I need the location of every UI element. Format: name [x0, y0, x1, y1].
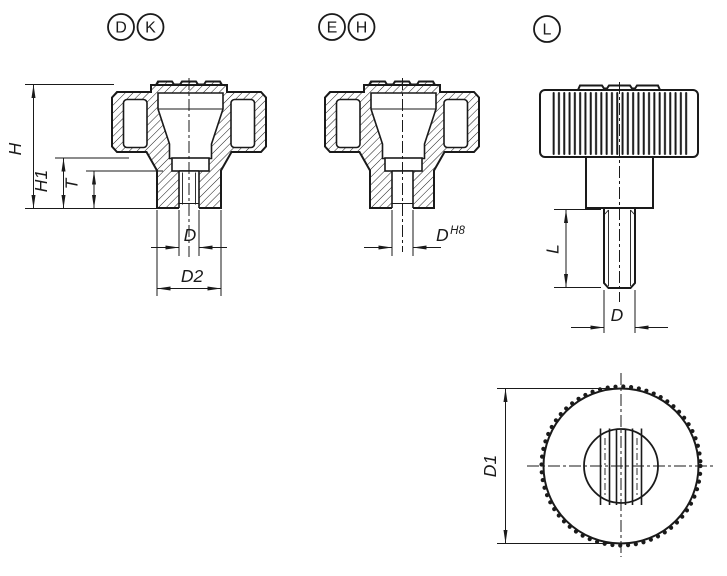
stud-runout-left — [603, 209, 609, 216]
stud-runout-right — [630, 209, 636, 216]
dimension-h1: H1 — [31, 157, 129, 209]
threaded-stud — [603, 207, 636, 289]
dh8-label-tolerance: H8 — [450, 225, 465, 237]
l-label: L — [543, 244, 563, 254]
badge-k: K — [136, 13, 165, 41]
dimension-d2: D2 — [156, 210, 222, 296]
badge-h: H — [347, 13, 376, 41]
dimension-l: L — [543, 209, 601, 288]
dimension-h: H — [5, 84, 156, 209]
badge-k-circle — [136, 13, 165, 41]
stud-outline — [603, 207, 636, 289]
badges-section-dk: D K — [107, 13, 165, 41]
d1-label: D1 — [480, 455, 500, 477]
h-label: H — [5, 142, 25, 155]
dimension-d1: D1 — [480, 388, 626, 544]
dstud-label: D — [611, 305, 624, 325]
view-side-l: L D — [539, 82, 699, 333]
view-top: D1 — [480, 373, 716, 557]
badge-e-circle — [318, 13, 346, 41]
t-label: T — [62, 177, 82, 189]
badge-k-label: K — [145, 20, 156, 37]
dimension-d-thread: D — [151, 210, 227, 256]
top-grip-slots — [599, 428, 643, 505]
badge-e-label: E — [327, 20, 338, 37]
view-section-dk: H H1 T D D2 — [5, 78, 267, 296]
badge-l-circle — [533, 15, 561, 43]
badge-h-circle — [347, 13, 376, 41]
d-label: D — [184, 225, 197, 245]
badges-section-eh: E H — [318, 13, 376, 41]
badge-d-label: D — [115, 20, 127, 37]
h1-label: H1 — [31, 170, 51, 192]
d2-label: D2 — [181, 266, 204, 286]
badge-l: L — [533, 15, 561, 43]
dh8-label-base: D — [436, 225, 449, 245]
dimension-d-stud: D — [571, 290, 668, 333]
badge-e: E — [318, 13, 346, 41]
badge-h-label: H — [356, 20, 368, 37]
badge-l-label: L — [543, 22, 552, 39]
dimension-t: T — [62, 170, 163, 209]
badge-d-circle — [107, 13, 135, 41]
badge-d: D — [107, 13, 135, 41]
